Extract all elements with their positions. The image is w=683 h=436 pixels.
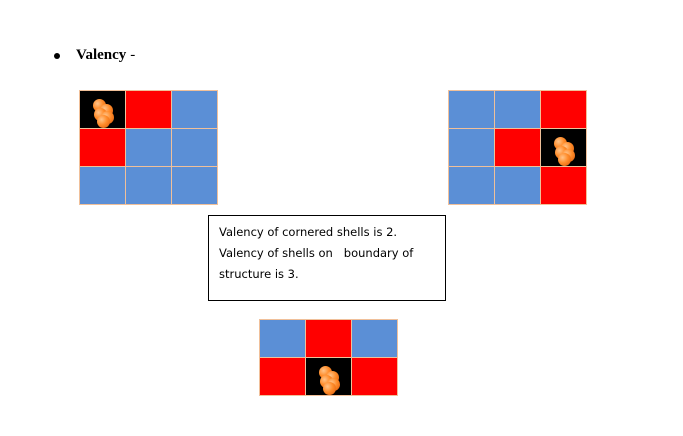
grid-cell-blue bbox=[172, 91, 217, 128]
grid-cell-red bbox=[80, 129, 125, 166]
grid-cell-blue bbox=[126, 167, 171, 204]
grid-cell-blue bbox=[495, 167, 540, 204]
orange-particle-cluster-icon bbox=[541, 129, 586, 166]
heading-suffix: - bbox=[130, 47, 136, 63]
orange-particle-cluster-icon bbox=[306, 358, 351, 395]
grid-cell-blue bbox=[260, 320, 305, 357]
grid-cell-red bbox=[260, 358, 305, 395]
valency-note-box: Valency of cornered shells is 2. Valency… bbox=[208, 215, 446, 301]
grid-cell-red bbox=[126, 91, 171, 128]
note-line-1: Valency of cornered shells is 2. bbox=[219, 225, 398, 239]
particle-ball bbox=[323, 382, 336, 395]
grid-cell-red bbox=[306, 320, 351, 357]
bottom-center-grid bbox=[259, 319, 398, 396]
grid-cell-blue bbox=[495, 91, 540, 128]
grid-cell-red bbox=[352, 358, 397, 395]
particle-ball bbox=[97, 115, 110, 128]
grid-cell-red bbox=[541, 167, 586, 204]
note-line-3: structure is 3. bbox=[219, 267, 299, 281]
grid-cell-blue bbox=[449, 129, 494, 166]
grid-cell-blue bbox=[449, 167, 494, 204]
grid-cell-black bbox=[541, 129, 586, 166]
note-line-2: Valency of shells on boundary of bbox=[219, 246, 414, 260]
top-right-grid bbox=[448, 90, 587, 205]
grid-cell-blue bbox=[80, 167, 125, 204]
grid-cell-black bbox=[80, 91, 125, 128]
section-heading: Valency - bbox=[54, 47, 135, 64]
grid-cell-blue bbox=[172, 129, 217, 166]
grid-cell-blue bbox=[126, 129, 171, 166]
grid-cell-blue bbox=[352, 320, 397, 357]
top-left-grid bbox=[79, 90, 218, 205]
grid-cell-blue bbox=[449, 91, 494, 128]
grid-cell-red bbox=[495, 129, 540, 166]
heading-text: Valency bbox=[76, 47, 127, 63]
grid-cell-black bbox=[306, 358, 351, 395]
grid-cell-blue bbox=[172, 167, 217, 204]
particle-ball bbox=[558, 153, 571, 166]
orange-particle-cluster-icon bbox=[80, 91, 125, 128]
grid-cell-red bbox=[541, 91, 586, 128]
bullet-icon bbox=[54, 52, 60, 59]
